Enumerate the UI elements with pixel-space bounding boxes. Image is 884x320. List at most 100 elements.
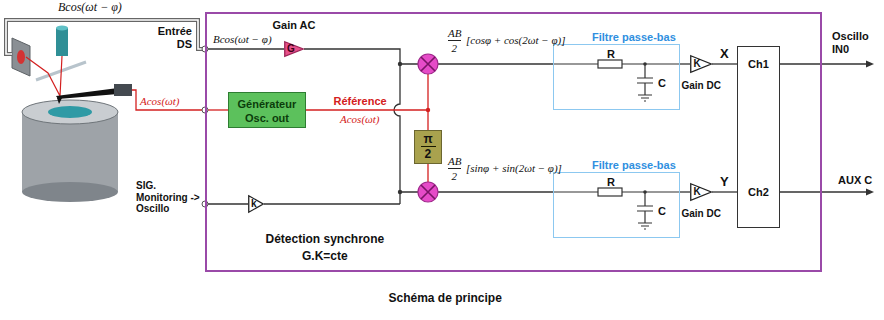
monitor-amplifier: k	[248, 195, 264, 213]
multiplier-cross	[421, 185, 435, 199]
connector-line	[712, 63, 737, 64]
formula-denominator: 2	[452, 42, 458, 55]
amplifier-triangle-shape	[285, 42, 304, 57]
connector-line	[712, 191, 737, 192]
resistor-symbol	[598, 188, 622, 196]
connector	[306, 110, 428, 130]
connector-line	[306, 110, 428, 130]
connector	[712, 64, 737, 65]
gain-title: Gain AC	[273, 19, 316, 32]
signal-wire	[400, 64, 418, 192]
reference-label: Acos(ωt)	[140, 95, 180, 108]
edge-label: Y	[719, 175, 730, 190]
amplifier-triangle-shape	[249, 196, 264, 213]
gain-title: Gain DC	[682, 80, 721, 92]
reference-wire	[427, 164, 428, 182]
formula-term: [cosφ + cos(2ωt − φ)]	[466, 34, 566, 47]
signal-wire	[304, 49, 400, 204]
reference-label: Acos(ωt)	[340, 113, 380, 126]
photodiode	[12, 38, 30, 76]
multiplier-symbol	[418, 54, 438, 74]
gain-title: Gain DC	[682, 208, 721, 220]
amplifier-triangle-shape	[691, 56, 712, 73]
capacitor-label: C	[658, 205, 666, 218]
generator-title: Générateur	[238, 98, 297, 111]
monitor-label: SIG. Monitoring -> Oscillo	[136, 180, 200, 215]
amplifier-triangle	[690, 55, 712, 73]
amplifier-triangle-shape	[691, 184, 712, 201]
channel-label: Ch1	[748, 58, 769, 71]
output-wire	[780, 64, 866, 192]
signal-wire	[202, 48, 284, 49]
ac-gain-amplifier: Gain ACG	[284, 41, 304, 57]
arrow-head	[866, 189, 874, 196]
laser-source-top	[56, 26, 68, 31]
low-pass-filter: Filtre passe-basRC	[553, 44, 680, 110]
laser-spot	[17, 50, 25, 64]
signal-label: Bcos(ωt − φ)	[58, 1, 122, 15]
reference-title: Référence	[334, 95, 387, 108]
terminal	[202, 46, 208, 52]
laser-beam	[26, 56, 62, 96]
cantilever-holder	[114, 84, 132, 96]
gain-symbol: G	[287, 43, 295, 55]
dc-gain-amplifier: KGain DC	[690, 55, 712, 73]
arrow-head	[866, 61, 874, 68]
low-pass-filter: Filtre passe-basRC	[553, 172, 680, 238]
phase-shifter: π2	[414, 130, 442, 164]
excitation-wire	[208, 109, 228, 110]
junction-dot	[643, 190, 647, 194]
output-label: Oscillo IN0	[832, 30, 878, 55]
excitation-wire	[132, 90, 202, 110]
multiplier-symbol	[418, 182, 438, 202]
generator-output: Osc. out	[245, 112, 289, 125]
output-label: AUX C	[838, 174, 872, 187]
resistor-symbol	[598, 60, 622, 68]
housing-note: G.K=cte	[302, 250, 348, 264]
filter-title: Filtre passe-bas	[592, 31, 676, 44]
caption: Schéma de principe	[389, 292, 502, 306]
junction-dot	[398, 190, 402, 194]
rc-circuit	[553, 64, 680, 101]
resistor-label: R	[607, 48, 615, 61]
connector-line	[680, 63, 690, 64]
capacitor-label: C	[658, 77, 666, 90]
coax-cable-core	[6, 20, 202, 54]
connector	[680, 192, 690, 193]
coax-cable	[6, 20, 202, 54]
cantilever-tip	[57, 98, 62, 104]
formula-numerator: AB	[448, 27, 461, 41]
monitor-wire	[208, 203, 400, 204]
gain-symbol: k	[251, 198, 257, 210]
connector	[680, 64, 690, 65]
connector-line	[680, 191, 690, 192]
input-label: Entrée DS	[148, 25, 192, 50]
channel-multiplexer: Ch1Ch2	[737, 46, 780, 228]
rc-circuit	[553, 192, 680, 229]
junction-dot	[398, 62, 402, 66]
dc-gain-amplifier: KGain DC	[690, 183, 712, 201]
connector	[712, 192, 737, 193]
formula-numerator: AB	[448, 155, 461, 169]
edge-label: X	[719, 47, 730, 62]
piezo-tube-top	[22, 100, 118, 124]
junction-dot	[643, 62, 647, 66]
housing-title: Détection synchrone	[266, 233, 385, 247]
signal-generator: GénérateurOsc. out	[228, 92, 306, 128]
piezo-tube-bottom	[22, 182, 118, 202]
filter-title: Filtre passe-bas	[592, 159, 676, 172]
reference-wire	[427, 74, 428, 110]
channel-label: Ch2	[748, 186, 769, 199]
gain-symbol: K	[694, 58, 701, 70]
cantilever	[56, 88, 118, 99]
terminal	[202, 107, 208, 113]
terminal	[202, 201, 208, 207]
formula-term: [sinφ + sin(2ωt − φ)]	[466, 162, 562, 175]
amplifier-triangle	[690, 183, 712, 201]
laser-source	[56, 28, 68, 56]
multiplier-cross	[421, 57, 435, 71]
gain-symbol: K	[694, 186, 701, 198]
resistor-label: R	[607, 176, 615, 189]
sample	[48, 106, 92, 118]
